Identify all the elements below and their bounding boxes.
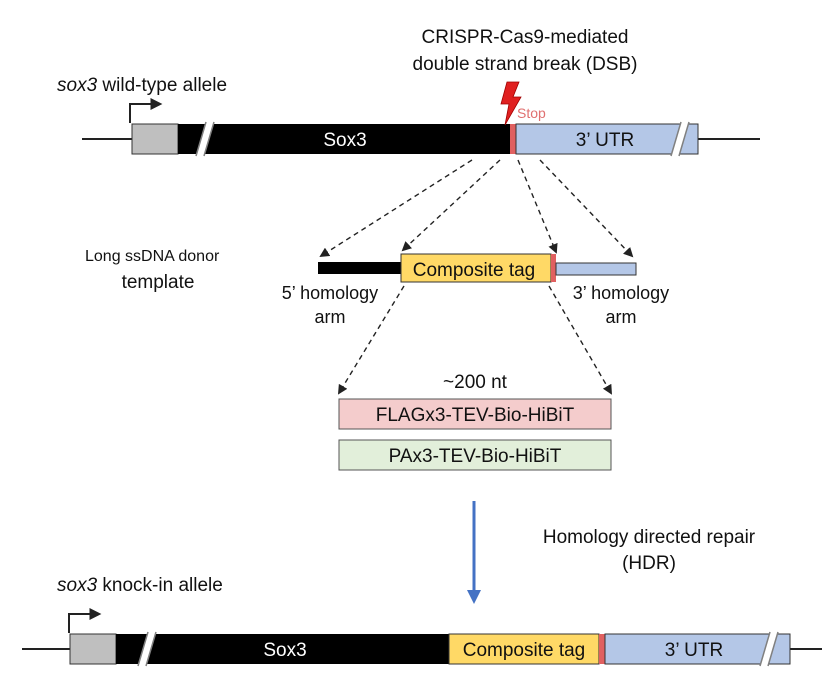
wt-stop-label: Stop <box>517 105 546 121</box>
donor-left-arm <box>318 262 401 274</box>
hdr-label-line2: (HDR) <box>622 553 676 574</box>
wt-to-donor-arrows <box>319 159 634 258</box>
wt-utr-break-line-a <box>670 121 682 157</box>
wt-utr-box <box>515 123 699 155</box>
donor-label-line1: Long ssDNA donor <box>85 248 220 265</box>
wild-type-allele: Sox3 Stop 3’ UTR <box>82 81 760 158</box>
knock-in-allele: Sox3 Composite tag 3’ UTR <box>22 608 822 668</box>
wt-stop-codon <box>510 124 516 154</box>
donor-stop-codon <box>551 254 556 282</box>
wt-utr-label: 3’ UTR <box>576 130 634 151</box>
ki-promoter-arrow-icon <box>68 608 102 633</box>
ki-utr-break-mark <box>760 630 778 668</box>
ki-composite-tag <box>448 633 600 665</box>
pa-tag-box <box>338 439 612 471</box>
ki-utr-break-line-a <box>759 631 771 667</box>
wt-utr-break-mark <box>671 120 689 158</box>
pa-tag-label: PAx3-TEV-Bio-HiBiT <box>389 446 562 467</box>
donor-template: Composite tag <box>318 253 637 283</box>
donor-label-line2: template <box>122 272 195 293</box>
tag-expansion-arrows <box>337 285 612 395</box>
wt-sox3-exon <box>178 124 510 154</box>
wt-exon-break-mark <box>196 120 214 158</box>
arrow-to-tag-left <box>401 159 501 252</box>
ki-sox3-label: Sox3 <box>263 640 306 661</box>
wt-promoter-arrow-icon <box>129 98 163 123</box>
ki-utr-break-line-b <box>767 631 779 667</box>
wt-promoter-box <box>131 123 179 155</box>
knock-in-gene-name: sox3 <box>57 575 98 596</box>
wild-type-label-rest: wild-type allele <box>97 75 227 96</box>
dsb-title-line1: CRISPR-Cas9-mediated <box>422 27 629 48</box>
ki-utr-box <box>604 633 791 665</box>
hdr-label-line1: Homology directed repair <box>543 527 756 548</box>
left-arm-label-line2: arm <box>315 307 346 327</box>
arrow-to-right-arm <box>539 159 634 258</box>
wt-sox3-label: Sox3 <box>323 130 366 151</box>
ki-sox3-exon <box>116 634 449 664</box>
ki-stop-codon <box>599 634 605 664</box>
ki-exon-break-mark <box>138 630 156 668</box>
dsb-title-line2: double strand break (DSB) <box>413 54 638 75</box>
knock-in-label-rest: knock-in allele <box>97 575 223 596</box>
ki-utr-label: 3’ UTR <box>665 640 723 661</box>
donor-right-arm <box>555 262 637 276</box>
ki-promoter-box <box>69 633 117 665</box>
arrow-to-left-arm <box>319 159 473 258</box>
wt-utr-break-line-b <box>678 121 690 157</box>
hdr-arrow-head-icon <box>467 590 481 604</box>
ki-tag-label: Composite tag <box>463 640 586 661</box>
right-arm-label-line2: arm <box>606 307 637 327</box>
knock-in-allele-label: sox3 knock-in allele <box>57 575 223 596</box>
right-arm-label-line1: 3’ homology <box>573 283 669 303</box>
wt-exon-break-line-b <box>203 121 215 157</box>
flag-tag-label: FLAGx3-TEV-Bio-HiBiT <box>376 405 575 426</box>
wt-exon-break-line-a <box>195 121 207 157</box>
wild-type-allele-label: sox3 wild-type allele <box>57 75 227 96</box>
tag-size-label: ~200 nt <box>443 372 508 393</box>
wild-type-gene-name: sox3 <box>57 75 98 96</box>
flag-tag-box <box>338 398 612 430</box>
donor-tag-label: Composite tag <box>413 260 536 281</box>
arrow-tag-expand-left <box>337 285 405 395</box>
dsb-lightning-icon <box>500 81 522 126</box>
donor-composite-tag <box>400 253 552 283</box>
ki-exon-break-line-b <box>145 631 157 667</box>
left-arm-label-line1: 5’ homology <box>282 283 378 303</box>
arrow-tag-expand-right <box>548 285 612 395</box>
ki-exon-break-line-a <box>137 631 149 667</box>
arrow-to-tag-right <box>517 159 558 254</box>
